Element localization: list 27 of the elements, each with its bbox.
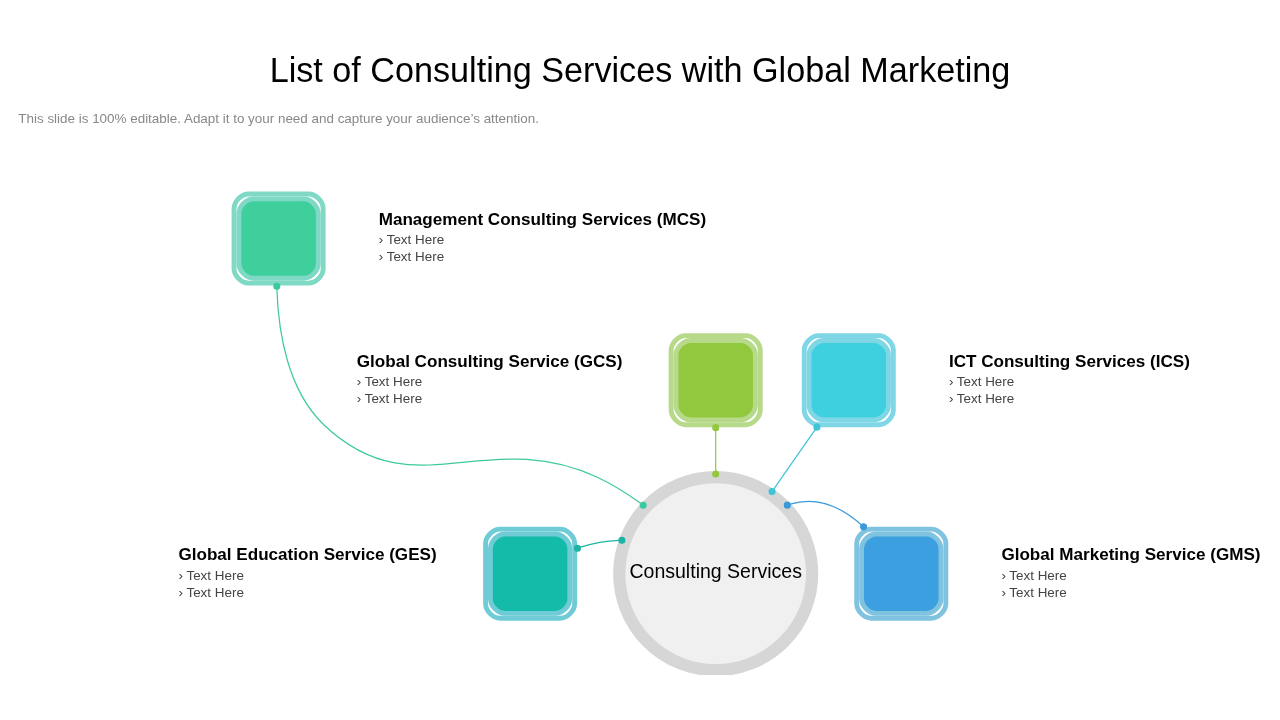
node-label: › Text Here bbox=[1001, 584, 1067, 600]
connector bbox=[573, 536, 626, 552]
node-label: › Text Here bbox=[378, 249, 445, 265]
node-label: › Text Here bbox=[378, 232, 445, 248]
node-box bbox=[483, 526, 578, 621]
node-label: ICT Consulting Services (ICS) bbox=[948, 351, 1190, 371]
node-label: › Text Here bbox=[1001, 567, 1067, 583]
node-label: › Text Here bbox=[178, 584, 244, 600]
node-label: Global Marketing Service (GMS) bbox=[1001, 545, 1261, 565]
node-label: › Text Here bbox=[178, 567, 244, 583]
node-box bbox=[231, 191, 326, 286]
diagram-title: List of Consulting Services with Global Marketing bbox=[269, 51, 1011, 90]
label: This slide is 100% editable. Adapt it to your need and capture your audience’s attention. bbox=[18, 110, 539, 126]
node-label: Global Education Service (GES) bbox=[178, 545, 437, 565]
node-box bbox=[801, 333, 896, 428]
node-label: › Text Here bbox=[948, 391, 1015, 407]
node-label: › Text Here bbox=[356, 374, 423, 390]
node-label: Global Consulting Service (GCS) bbox=[356, 351, 623, 371]
connector bbox=[712, 424, 720, 478]
node-label: Management Consulting Services (MCS) bbox=[378, 210, 707, 230]
node-box bbox=[854, 526, 949, 621]
node-label: › Text Here bbox=[356, 391, 423, 407]
node-box bbox=[668, 333, 763, 428]
node-label: › Text Here bbox=[948, 374, 1015, 390]
connector bbox=[768, 423, 821, 496]
connector bbox=[783, 500, 868, 531]
connector bbox=[273, 282, 647, 509]
